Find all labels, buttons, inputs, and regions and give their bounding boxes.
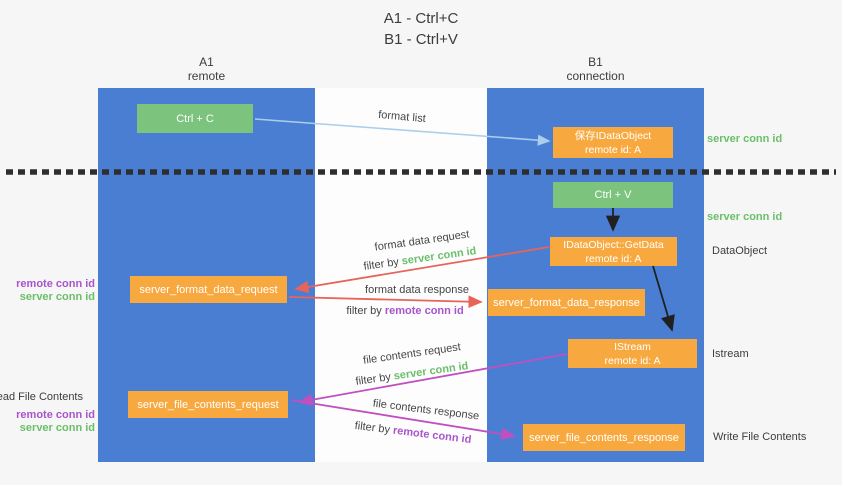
lifeline-a1-name: A1 [199, 55, 214, 69]
lifeline-a1-role: remote [187, 69, 226, 83]
istream-node: IStream remote id: A [568, 339, 697, 368]
ctrl-c-node: Ctrl + C [137, 104, 253, 133]
save-dataobject-node: 保存IDataObject remote id: A [553, 127, 673, 158]
istream-annotation: Istream [712, 348, 749, 360]
format-request-node: server_format_data_request [130, 276, 287, 303]
getdata-line2: remote id: A [585, 252, 642, 265]
ctrl-v-label: Ctrl + V [594, 189, 632, 201]
save-dataobject-line1: 保存IDataObject [574, 129, 652, 142]
server-conn-id-annotation: server conn id [19, 422, 95, 434]
format-request-label: server_format_data_request [139, 283, 278, 296]
file-response-label: server_file_contents_response [529, 431, 679, 444]
read-file-contents-annotation: Read File Contents [0, 391, 83, 403]
lifeline-header-b1: B1 connection [487, 55, 704, 83]
format-response-label: server_format_data_response [493, 296, 640, 309]
title-line-2: B1 - Ctrl+V [384, 31, 458, 48]
lifeline-b1-name: B1 [588, 55, 603, 69]
lifeline-b1-role: connection [566, 69, 625, 83]
remote-conn-id-annotation: remote conn id [16, 409, 95, 421]
format-request-conn-annotations: remote conn id server conn id [16, 278, 95, 304]
server-conn-id-annotation: server conn id [19, 291, 95, 303]
file-request-conn-annotations: remote conn id server conn id [16, 409, 95, 435]
filter-by-text: filter by [346, 305, 385, 317]
file-request-label: server_file_contents_request [137, 398, 279, 411]
title-line-1: A1 - Ctrl+C [383, 10, 459, 27]
dataobject-annotation: DataObject [712, 245, 768, 257]
ctrl-v-node: Ctrl + V [553, 182, 673, 208]
remote-conn-id-text: remote conn id [384, 305, 464, 317]
write-file-contents-annotation: Write File Contents [713, 431, 807, 443]
ctrl-c-label: Ctrl + C [176, 112, 214, 125]
istream-line2: remote id: A [604, 354, 661, 367]
file-response-node: server_file_contents_response [523, 424, 685, 451]
lifeline-header-a1: A1 remote [98, 55, 315, 83]
server-conn-id-annotation-top: server conn id [707, 133, 783, 145]
getdata-node: IDataObject::GetData remote id: A [550, 237, 677, 266]
format-data-response-label: format data response [365, 284, 469, 296]
diagram-title: A1 - Ctrl+C B1 - Ctrl+V [0, 8, 842, 50]
save-dataobject-line2: remote id: A [584, 143, 642, 156]
format-response-node: server_format_data_response [488, 289, 645, 316]
getdata-line1: IDataObject::GetData [563, 238, 664, 251]
istream-line1: IStream [614, 340, 651, 353]
remote-conn-id-annotation: remote conn id [16, 278, 95, 290]
server-conn-id-annotation-mid: server conn id [707, 211, 783, 223]
format-response-filter-label: filter by remote conn id [346, 305, 463, 317]
file-request-node: server_file_contents_request [128, 391, 288, 418]
